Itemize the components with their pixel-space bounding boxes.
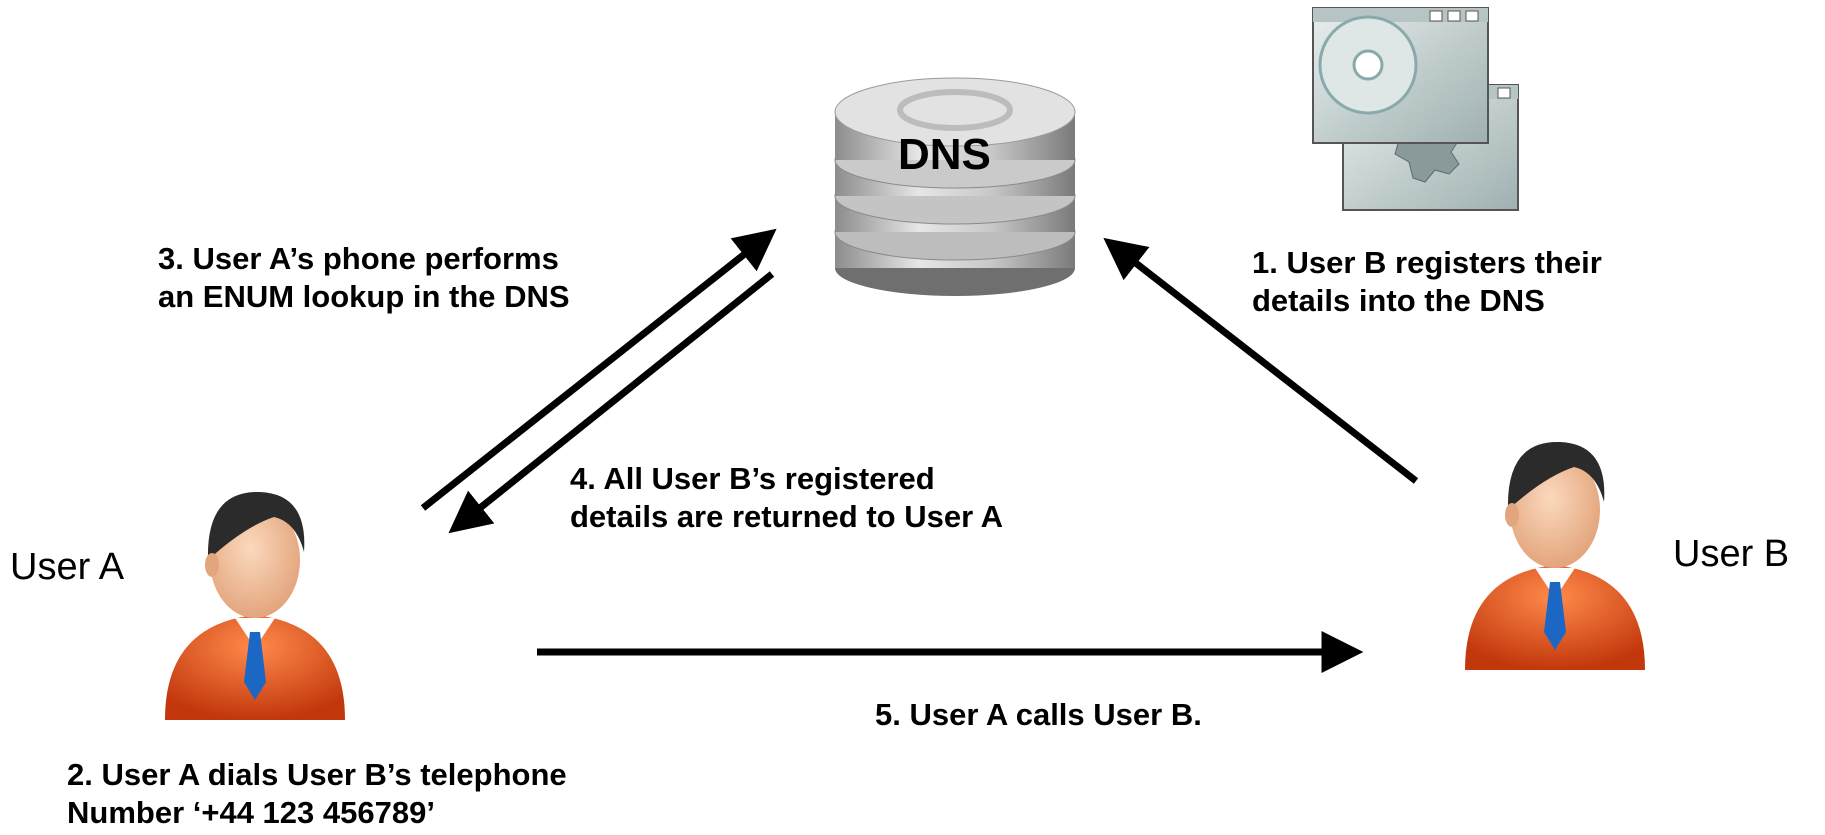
arrow-lookup-to-dns bbox=[420, 228, 777, 511]
registration-window-icon bbox=[1312, 7, 1519, 211]
step-2-text: 2. User A dials User B’s telephone Numbe… bbox=[67, 756, 567, 832]
step-1-line-1: 1. User B registers their bbox=[1252, 245, 1602, 280]
step-2-line-2: Number ‘+44 123 456789’ bbox=[67, 795, 435, 830]
step-4-text: 4. All User B’s registered details are r… bbox=[570, 460, 1003, 536]
user-b-label: User B bbox=[1673, 533, 1790, 575]
dns-label: DNS bbox=[898, 130, 991, 179]
step-3-text: 3. User A’s phone performs an ENUM looku… bbox=[158, 240, 570, 316]
step-1-line-2: details into the DNS bbox=[1252, 283, 1545, 318]
step-1-text: 1. User B registers their details into t… bbox=[1252, 244, 1602, 320]
arrow-register-to-dns bbox=[1103, 237, 1419, 484]
step-4-line-1: 4. All User B’s registered bbox=[570, 461, 935, 496]
user-b-avatar-icon bbox=[1465, 441, 1645, 670]
step-3-line-2: an ENUM lookup in the DNS bbox=[158, 279, 570, 314]
step-3-line-1: 3. User A’s phone performs bbox=[158, 241, 559, 276]
user-a-label: User A bbox=[10, 546, 125, 588]
step-2-line-1: 2. User A dials User B’s telephone bbox=[67, 757, 567, 792]
step-5-text: 5. User A calls User B. bbox=[875, 697, 1202, 732]
dns-database-icon bbox=[834, 77, 1076, 296]
step-4-line-2: details are returned to User A bbox=[570, 499, 1003, 534]
arrow-dns-to-user-a bbox=[448, 271, 775, 534]
user-a-avatar-icon bbox=[165, 491, 345, 720]
